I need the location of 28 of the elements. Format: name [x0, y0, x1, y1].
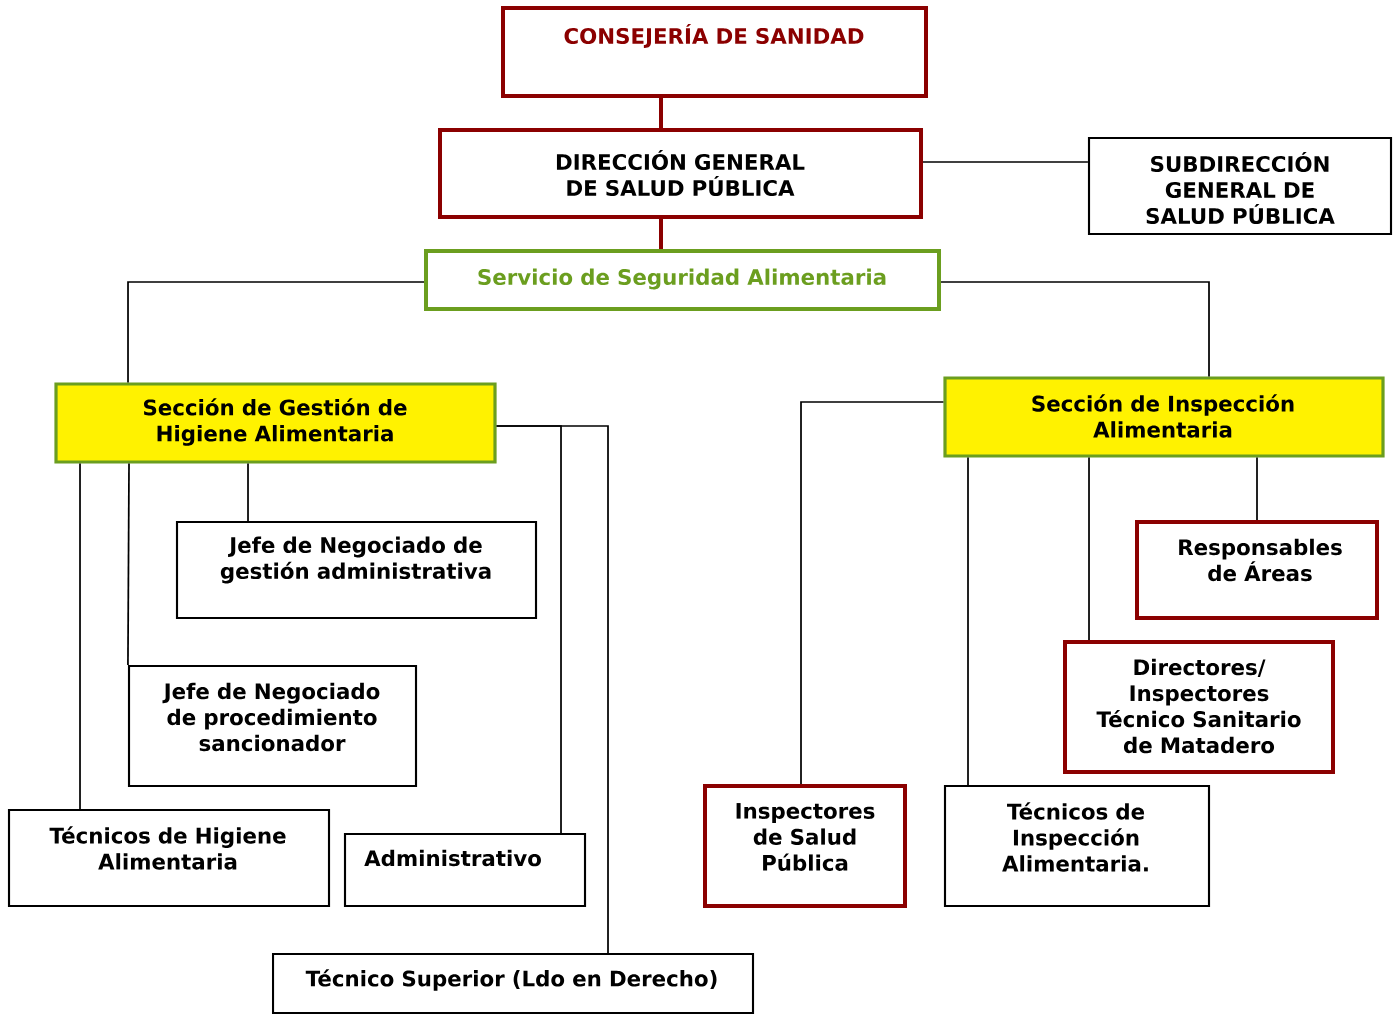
connector-line [127, 462, 130, 666]
connector-line [922, 161, 1089, 163]
org-box: Jefe de Negociado de gestión administrativa [175, 520, 538, 620]
section-box: Sección de Inspección Alimentaria [943, 376, 1385, 458]
service-box: Servicio de Seguridad Alimentaria [424, 249, 941, 311]
connector-line [659, 219, 663, 249]
org-box: Administrativo [343, 832, 587, 908]
section-box: Sección de Gestión de Higiene Alimentaria [54, 382, 497, 464]
connector-line [940, 281, 1210, 378]
connector-line [800, 401, 945, 785]
org-box: SUBDIRECCIÓN GENERAL DE SALUD PÚBLICA [1087, 136, 1393, 236]
connector-line [127, 281, 425, 384]
connector-line [1088, 456, 1090, 641]
connector-line [659, 98, 663, 128]
org-box: Técnicos de Higiene Alimentaria [7, 808, 331, 908]
org-box: CONSEJERÍA DE SANIDAD [501, 6, 928, 98]
org-box: Técnico Superior (Ldo en Derecho) [271, 952, 755, 1014]
connector-line [495, 425, 609, 954]
connector-line [79, 462, 81, 810]
org-box: Inspectores de Salud Pública [703, 784, 907, 908]
org-box: Técnicos de Inspección Alimentaria. [943, 784, 1211, 908]
org-box: Directores/ Inspectores Técnico Sanitario de Matadero [1063, 640, 1335, 774]
org-box: Responsables de Áreas [1135, 520, 1379, 620]
connector-line [247, 462, 249, 522]
org-box: Jefe de Negociado de procedimiento sancionador [127, 664, 418, 788]
connector-line [1256, 456, 1258, 521]
org-box: DIRECCIÓN GENERAL DE SALUD PÚBLICA [438, 128, 923, 219]
connector-line [967, 456, 969, 786]
